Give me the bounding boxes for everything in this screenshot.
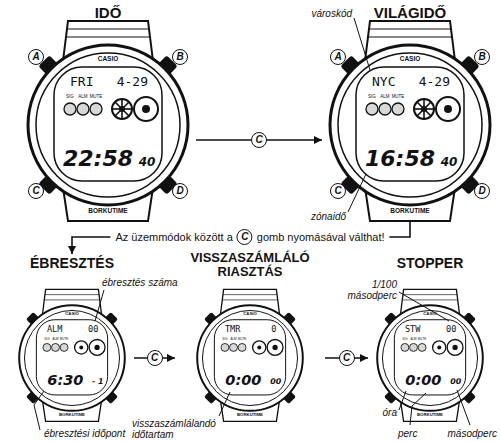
indicator-label: SIG bbox=[402, 338, 407, 341]
display-seconds: 00 bbox=[450, 378, 461, 386]
brand-text: CASIO bbox=[98, 56, 119, 63]
mode-title: STOPPER bbox=[368, 254, 492, 271]
indicator-label: ALM bbox=[230, 338, 236, 341]
display-seconds: 40 bbox=[441, 156, 458, 168]
display-text: ALM bbox=[47, 325, 63, 334]
instruction-text: gomb nyomásával válthat! bbox=[257, 231, 385, 243]
watch-mode: IDŐ CASIO FRI 4-29SIG ALMMUTE 22:58 40BORKUTIM… bbox=[20, 3, 196, 221]
display-text: 0 bbox=[271, 325, 276, 334]
callout-label: ébresztés száma bbox=[102, 277, 178, 288]
callout-label: 1/100 másodperc bbox=[339, 279, 397, 301]
mode-title: VISSZASZÁMLÁLÓ RIASZTÁS bbox=[175, 249, 325, 280]
indicator-label: ALM bbox=[78, 94, 87, 99]
indicator-label: MUTE bbox=[90, 94, 103, 99]
button-letter: C bbox=[28, 183, 44, 199]
button-letter: D bbox=[474, 183, 490, 199]
callout-label: városkód bbox=[311, 8, 352, 19]
strap-brand: BORKUTIME bbox=[390, 208, 429, 215]
indicator-label: MUTE bbox=[418, 338, 426, 341]
instruction-text: Az üzemmódok között a bbox=[115, 231, 232, 243]
indicator-label: SIG bbox=[66, 94, 74, 99]
display-text: 00 bbox=[88, 325, 98, 334]
brand-text: CASIO bbox=[400, 56, 421, 63]
brand-text: CASIO bbox=[65, 312, 79, 316]
strap-brand: BORKUTIME bbox=[237, 413, 263, 417]
indicator-label: ALM bbox=[52, 338, 58, 341]
button-letter: D bbox=[172, 183, 188, 199]
display-seconds: 40 bbox=[139, 156, 156, 168]
display-digits: 22:58 bbox=[63, 148, 133, 170]
mode-title: IDŐ bbox=[20, 3, 196, 22]
strap-brand: BORKUTIME bbox=[88, 208, 127, 215]
indicator-label: MUTE bbox=[60, 338, 68, 341]
brand-text: CASIO bbox=[423, 312, 437, 316]
display-digits: 16:58 bbox=[365, 148, 435, 170]
button-letter: B bbox=[474, 49, 490, 65]
display-digits: 6:30 bbox=[47, 373, 83, 388]
button-letter: C bbox=[339, 350, 355, 366]
callout-label: zónaidő bbox=[311, 211, 346, 222]
button-letter: C bbox=[251, 132, 267, 148]
indicator-label: SIG bbox=[222, 338, 227, 341]
watch-mode: VILÁGIDŐCASIONYC4-29SIGALMMUTE16:5840BOR… bbox=[322, 3, 498, 221]
button-letter: C bbox=[237, 229, 253, 245]
display-text: NYC bbox=[372, 75, 395, 88]
display-text: TMR bbox=[225, 325, 241, 334]
button-letter: C bbox=[330, 183, 346, 199]
button-letter: C bbox=[147, 350, 163, 366]
indicator-label: MUTE bbox=[392, 94, 405, 99]
display-text: 4-29 bbox=[117, 75, 148, 88]
instruction-row: Az üzemmódok között a Cgomb nyomásával vá… bbox=[110, 228, 389, 246]
display-text: 4-29 bbox=[419, 75, 450, 88]
display-digits: 0:00 bbox=[225, 373, 261, 388]
strap-brand: BORKUTIME bbox=[59, 413, 85, 417]
callout-label: óra bbox=[383, 407, 397, 418]
callout-label: visszaszámlálandó időtartam bbox=[132, 418, 224, 440]
display-seconds: - 1 bbox=[92, 378, 104, 386]
mode-title: ÉBRESZTÉS bbox=[10, 254, 134, 271]
display-seconds: 00 bbox=[270, 378, 281, 386]
display-digits: 0:00 bbox=[405, 373, 441, 388]
indicator-label: ALM bbox=[380, 94, 389, 99]
callout-label: ébresztési időpont bbox=[44, 428, 125, 439]
button-letter: A bbox=[28, 49, 44, 65]
button-letter: B bbox=[172, 49, 188, 65]
display-text: FRI bbox=[70, 75, 93, 88]
callout-label: perc bbox=[398, 428, 417, 439]
indicator-label: MUTE bbox=[238, 338, 246, 341]
strap-brand: BORKUTIME bbox=[417, 413, 443, 417]
watch-mode: VISSZASZÁMLÁLÓ RIASZTÁS CASIO TMR 0SIGALMMU… bbox=[175, 249, 325, 421]
indicator-label: SIG bbox=[368, 94, 376, 99]
display-text: 00 bbox=[446, 325, 456, 334]
mode-arrow bbox=[72, 221, 410, 254]
indicator-label: SIG bbox=[44, 338, 49, 341]
brand-text: CASIO bbox=[243, 312, 257, 316]
indicator-label: ALM bbox=[410, 338, 416, 341]
display-text: STW bbox=[405, 325, 421, 334]
callout-label: másodperc bbox=[448, 428, 497, 439]
button-letter: A bbox=[330, 49, 346, 65]
